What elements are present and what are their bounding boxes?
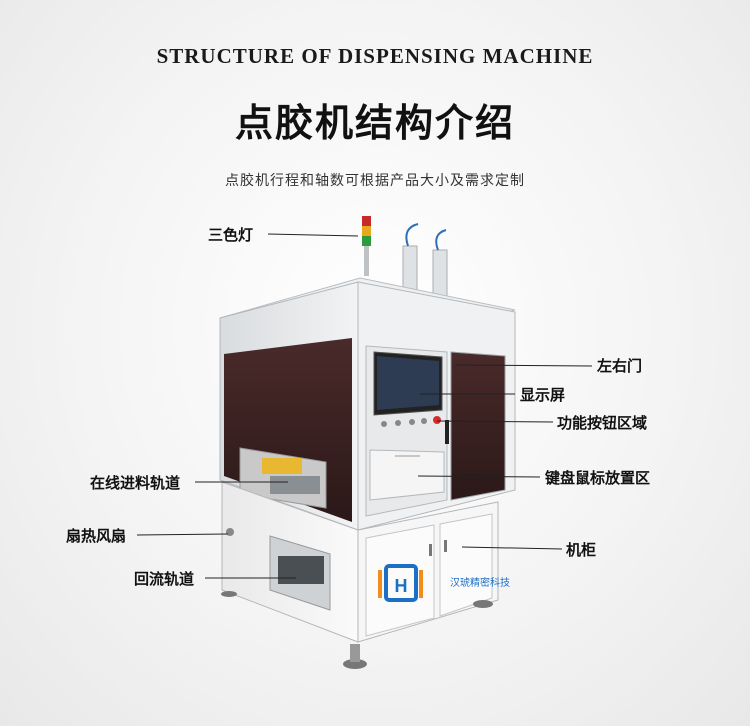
subtitle: 点胶机行程和轴数可根据产品大小及需求定制 bbox=[225, 173, 525, 189]
title-english: STRUCTURE OF DISPENSING MACHINE bbox=[156, 44, 594, 68]
brand-logo: H bbox=[378, 564, 423, 602]
tri-color-light bbox=[362, 216, 371, 276]
callout-fan: 扇热风扇 bbox=[66, 527, 127, 545]
callout-tri-light: 三色灯 bbox=[208, 226, 254, 244]
callout-display: 显示屏 bbox=[520, 386, 566, 404]
callout-return-track: 回流轨道 bbox=[134, 570, 195, 588]
callout-buttons: 功能按钮区域 bbox=[557, 414, 648, 432]
logo-text: 汉琥精密科技 bbox=[450, 576, 510, 589]
callout-keyboard: 键盘鼠标放置区 bbox=[545, 469, 651, 487]
dispensing-heads bbox=[402, 223, 448, 297]
callout-doors: 左右门 bbox=[597, 357, 643, 375]
title-chinese: 点胶机结构介绍 bbox=[234, 100, 515, 145]
function-buttons bbox=[381, 416, 441, 427]
callout-conveyor: 在线进料轨道 bbox=[90, 474, 181, 492]
svg-text:H: H bbox=[395, 576, 408, 596]
callout-cabinet: 机柜 bbox=[566, 541, 597, 559]
